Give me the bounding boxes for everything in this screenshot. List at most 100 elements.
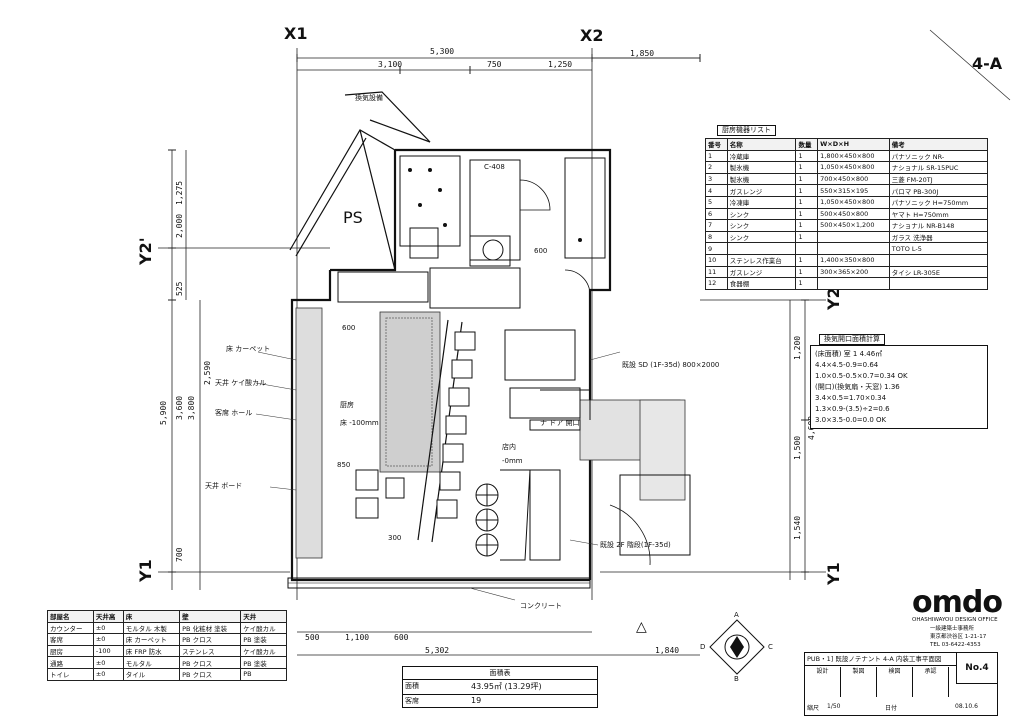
wall-west-south — [290, 270, 590, 582]
area-calc-line: 1.3×0.9-(3.5)÷2=0.6 — [815, 405, 890, 413]
note-dim-600: 600 — [342, 324, 356, 332]
equipment-cell: 700×450×800 — [817, 172, 890, 186]
finish-cell: ±0 — [92, 656, 124, 669]
equipment-cell: 食器棚 — [726, 277, 797, 290]
equipment-row: 9 TOTO L-5 — [705, 242, 989, 255]
equipment-cell: 4 — [705, 184, 728, 197]
finish-cell: ±0 — [92, 667, 124, 681]
equipment-cell: 1 — [795, 219, 819, 232]
equipment-cell: W×D×H — [817, 138, 890, 151]
equipment-cell: 5 — [705, 195, 728, 209]
equipment-cell: 1 — [705, 149, 728, 163]
finish-cell: PB 化粧材 塗装 — [179, 621, 242, 635]
equipment-cell: TOTO L-5 — [888, 242, 989, 255]
note-room-c408: C-408 — [484, 163, 505, 171]
date-value: 08.10.6 — [955, 703, 978, 710]
finish-cell: ケイ酸カル — [240, 621, 287, 635]
area-calc-line: (床面積) 室 1 4.46㎡ — [815, 350, 883, 358]
title-block-label: 承認 — [913, 667, 949, 697]
equipment-cell: ガスレンジ — [726, 265, 797, 279]
finish-cell: 天井高 — [92, 610, 124, 623]
equipment-cell: 1 — [795, 161, 819, 174]
grid-label-y1-right: Y1 — [824, 562, 843, 585]
compass-c: C — [768, 643, 773, 651]
note-dim-300: 300 — [388, 534, 402, 542]
equipment-cell: 1 — [795, 149, 819, 163]
note-door-opening: ナ ドア 開口 — [540, 419, 580, 427]
note-dim-600b: 600 — [534, 247, 548, 255]
dim-left-3: 525 — [175, 281, 184, 296]
company-line-3: TEL 03-6422-4353 — [930, 642, 981, 648]
equipment-cell: ステンレス作業台 — [726, 253, 797, 267]
finish-cell: 床 — [122, 610, 181, 623]
equipment-cell: パナソニック NR- — [888, 149, 989, 163]
grid-label-x2: X2 — [580, 26, 604, 45]
finish-cell: ±0 — [92, 621, 124, 635]
finish-cell: 天井 — [240, 610, 287, 623]
dim-left-6: 3,600 — [175, 395, 184, 420]
company-name: OHASHIWAYOU DESIGN OFFICE — [912, 617, 998, 623]
equipment-cell — [888, 277, 989, 290]
finish-header-row: 部屋名天井高床壁天井 — [47, 610, 287, 623]
equipment-cell: 550×315×195 — [817, 184, 890, 197]
note-dim-850: 850 — [337, 461, 351, 469]
dim-left-7: 3,800 — [187, 395, 196, 420]
note-existing-stair: 既設 2F 階段(1F-35d) — [600, 541, 671, 549]
equipment-cell: 三菱 FM-20TJ — [888, 172, 989, 186]
title-block-label: 製図 — [841, 667, 877, 697]
note-concrete: コンクリート — [520, 602, 562, 610]
note-hall-level: -0mm — [502, 457, 523, 465]
finish-cell: モルタル 木製 — [122, 621, 181, 635]
note-seating: 客席 ホール — [215, 409, 253, 417]
revision-triangle-icon: △ — [636, 619, 647, 635]
dim-left-1: 1,275 — [175, 180, 184, 205]
finish-cell: ステンレス — [179, 644, 242, 658]
finish-cell: 壁 — [179, 610, 242, 623]
equipment-cell: ナショナル NR-B148 — [888, 219, 989, 232]
title-block-label: 設計 — [805, 667, 841, 697]
equipment-cell: ガスレンジ — [726, 184, 797, 197]
area-summary-title: 面積表 — [403, 667, 597, 680]
title-block-cells: 設計製図検図承認 — [805, 667, 955, 713]
dim-bottom-1: 500 — [305, 633, 320, 642]
equipment-cell: ナショナル SR-15PUC — [888, 161, 989, 174]
equipment-cell: パナソニック H=750mm — [888, 195, 989, 209]
equipment-cell: 1 — [795, 230, 819, 244]
finish-cell: PB 塗装 — [240, 633, 287, 646]
equipment-cell: 500×450×1,200 — [817, 219, 890, 232]
equipment-cell: 8 — [705, 230, 728, 244]
scale-label: 縮尺 — [807, 705, 820, 712]
equipment-cell: 10 — [705, 253, 728, 267]
equipment-cell: パロマ PB-300J — [888, 184, 989, 197]
date-label: 日付 — [885, 705, 898, 712]
drawing-number: No.4 — [956, 653, 997, 684]
dim-bottom-4: 5,302 — [425, 646, 450, 655]
equipment-cell — [817, 277, 890, 290]
dim-top-c: 1,250 — [548, 60, 573, 69]
equipment-cell: 1 — [795, 265, 819, 279]
finish-cell: 部屋名 — [47, 610, 94, 623]
equipment-cell: 備考 — [888, 138, 989, 151]
project-title: PUB・1] 既設ノテナント 4-A 内装工事平面図 — [805, 653, 957, 666]
finish-cell: PB クロス — [179, 633, 242, 646]
equipment-cell: 製氷機 — [726, 172, 797, 186]
equipment-cell: 数量 — [795, 138, 819, 151]
finish-cell: PB 塗装 — [240, 656, 287, 669]
note-carpet: 床 カーペット — [226, 345, 271, 353]
area-calc-title: 換気開口面積計算 — [819, 334, 885, 345]
area-calc-line: 3.0×3.5-0.0=0.0 OK — [815, 416, 887, 424]
equipment-cell: 9 — [705, 242, 728, 255]
finish-cell: 厨房 — [47, 644, 94, 658]
area-summary: 面積表 面積 43.95㎡ (13.29坪) 客席 19 — [402, 666, 598, 708]
